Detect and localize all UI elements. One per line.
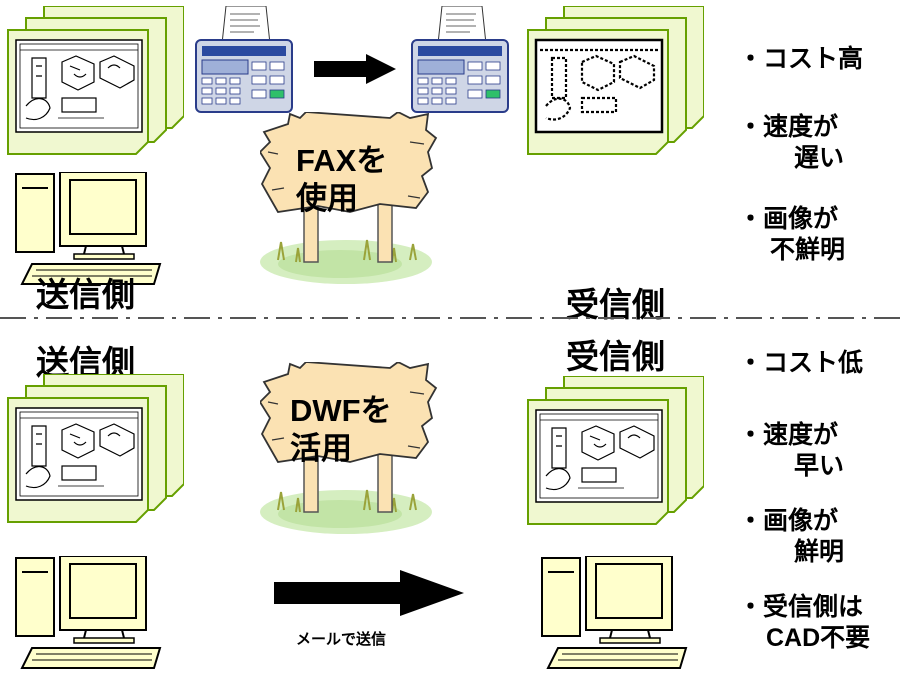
- fax-sign-line-1: FAXを: [296, 143, 388, 178]
- dwf-point-cost-text: ・コスト低: [738, 349, 864, 377]
- fax-machine-icon: [410, 6, 510, 116]
- dwf-receiver-label: 受信側: [566, 338, 665, 375]
- dwf-sign-line-2: 活用: [290, 431, 352, 466]
- dwf-point-speed-line-2: 早い: [794, 452, 845, 480]
- desktop-computer-icon: [14, 556, 164, 671]
- drawing-sheets-icon: [4, 374, 184, 524]
- email-send-arrow: [274, 570, 464, 616]
- fax-sign: FAXを 使用: [296, 142, 387, 218]
- dwf-point-image-line-2: 鮮明: [794, 538, 845, 566]
- drawing-sheets-icon: [524, 376, 704, 526]
- dwf-sign: DWFを 活用: [290, 392, 392, 468]
- dwf-point-no-cad-line-2: CAD不要: [766, 624, 871, 652]
- fax-point-cost: ・コスト高: [738, 44, 863, 75]
- fax-point-speed-line-1: ・速度が: [738, 113, 839, 141]
- dwf-point-cost: ・コスト低: [738, 348, 863, 379]
- dwf-point-image: ・画像が 鮮明: [738, 506, 844, 568]
- drawing-sheets-icon: [4, 6, 184, 156]
- dwf-point-no-cad-line-1: ・受信側は: [738, 593, 864, 621]
- desktop-computer-icon: [540, 556, 690, 671]
- dwf-point-image-line-1: ・画像が: [738, 507, 839, 535]
- fax-point-image: ・画像が 不鮮明: [738, 204, 845, 266]
- fax-point-image-line-2: 不鮮明: [770, 236, 846, 264]
- fax-machine-icon: [194, 6, 294, 116]
- dwf-point-no-cad: ・受信側は CAD不要: [738, 592, 870, 654]
- blurred-drawing-sheets-icon: [527, 6, 704, 155]
- fax-point-speed: ・速度が 遅い: [738, 112, 844, 174]
- fax-receiver-label: 受信側: [566, 286, 665, 323]
- email-send-caption: メールで送信: [296, 631, 387, 648]
- fax-point-cost-text: ・コスト高: [738, 45, 864, 73]
- fax-point-speed-line-2: 遅い: [794, 144, 845, 172]
- fax-transfer-arrow: [314, 54, 396, 84]
- dwf-sign-line-1: DWFを: [290, 393, 392, 428]
- fax-sender-label: 送信側: [36, 276, 135, 313]
- section-divider: [0, 317, 900, 319]
- dwf-point-speed: ・速度が 早い: [738, 420, 844, 482]
- dwf-point-speed-line-1: ・速度が: [738, 421, 839, 449]
- fax-sign-line-2: 使用: [296, 181, 358, 216]
- fax-point-image-line-1: ・画像が: [738, 205, 839, 233]
